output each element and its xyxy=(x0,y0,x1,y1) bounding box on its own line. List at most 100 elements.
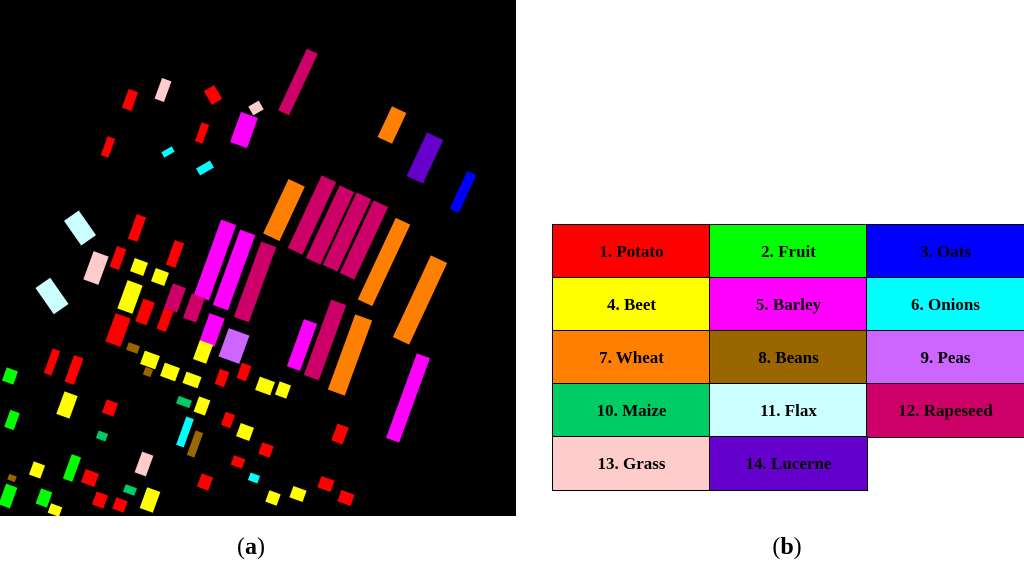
field-parcel xyxy=(35,488,53,508)
field-parcel xyxy=(176,395,192,409)
field-parcel xyxy=(151,268,169,286)
field-parcel xyxy=(95,430,109,442)
field-parcel xyxy=(156,307,174,333)
field-parcel xyxy=(274,381,292,399)
field-parcel xyxy=(165,240,185,268)
field-parcel xyxy=(194,122,210,144)
legend-entry: 4. Beet xyxy=(552,277,711,332)
legend-entry: 3. Oats xyxy=(866,224,1024,279)
field-parcel xyxy=(121,88,139,112)
field-parcel xyxy=(163,283,187,313)
caption-a: (a) xyxy=(237,534,265,560)
field-parcel xyxy=(154,77,172,103)
field-parcel xyxy=(278,48,318,116)
field-parcel xyxy=(248,100,264,116)
field-parcel xyxy=(265,490,281,506)
field-parcel xyxy=(236,423,254,441)
field-parcel xyxy=(303,299,347,381)
field-parcel xyxy=(134,451,154,477)
legend-entry: 13. Grass xyxy=(552,436,711,491)
field-parcel xyxy=(357,217,411,307)
field-parcel xyxy=(127,214,147,242)
field-parcel xyxy=(392,255,448,345)
field-parcel xyxy=(43,348,61,376)
legend-entry: 12. Rapeseed xyxy=(866,383,1024,438)
field-parcel xyxy=(289,485,307,503)
field-parcel xyxy=(406,132,444,184)
field-parcel xyxy=(233,241,277,323)
field-parcel xyxy=(83,251,109,285)
field-parcel xyxy=(258,442,274,458)
field-parcel xyxy=(203,85,223,105)
legend-entry: 8. Beans xyxy=(709,330,868,385)
field-parcel xyxy=(160,362,180,382)
field-parcel xyxy=(139,487,161,513)
field-parcel xyxy=(337,489,355,507)
legend-entry: 9. Peas xyxy=(866,330,1024,385)
field-parcel xyxy=(186,430,204,458)
legend-entry: 5. Barley xyxy=(709,277,868,332)
legend-entry: 7. Wheat xyxy=(552,330,711,385)
field-parcel xyxy=(125,342,141,354)
field-parcel xyxy=(1,367,19,385)
field-parcel xyxy=(109,245,127,271)
field-parcel xyxy=(4,409,20,431)
field-parcel xyxy=(176,416,194,448)
field-parcel xyxy=(305,185,355,265)
field-parcel xyxy=(331,423,349,445)
field-parcel xyxy=(56,391,78,419)
legend-entry: 1. Potato xyxy=(552,224,711,279)
field-parcel xyxy=(130,258,148,276)
legend-entry: 11. Flax xyxy=(709,383,868,438)
field-parcel xyxy=(386,353,430,443)
field-parcel xyxy=(199,313,225,347)
field-parcel xyxy=(112,497,128,513)
classification-map xyxy=(0,0,516,516)
field-parcel xyxy=(28,461,46,479)
field-parcel xyxy=(64,355,84,385)
legend-entry: 10. Maize xyxy=(552,383,711,438)
field-parcel xyxy=(7,473,17,483)
field-parcel xyxy=(339,200,389,280)
field-parcel xyxy=(212,229,256,311)
field-parcel xyxy=(91,491,109,509)
field-parcel xyxy=(263,179,305,241)
field-parcels-map xyxy=(0,48,477,516)
field-parcel xyxy=(247,472,261,484)
legend-entry: 14. Lucerne xyxy=(709,436,868,491)
field-parcel xyxy=(140,350,160,370)
field-parcel xyxy=(196,473,214,491)
field-parcel xyxy=(193,219,237,301)
field-parcel xyxy=(47,503,63,516)
field-parcel xyxy=(286,319,318,371)
field-parcel xyxy=(62,454,82,482)
field-parcel xyxy=(101,399,119,417)
field-parcel xyxy=(142,366,154,378)
field-parcel xyxy=(182,371,202,389)
field-parcel xyxy=(255,376,275,396)
field-parcel xyxy=(449,170,477,214)
field-parcel xyxy=(193,340,213,364)
field-parcel xyxy=(218,328,250,364)
field-parcel xyxy=(377,106,407,144)
field-parcel xyxy=(236,362,252,382)
legend-entry: 2. Fruit xyxy=(709,224,868,279)
field-parcel xyxy=(193,396,211,416)
field-parcel xyxy=(230,111,258,149)
caption-b: (b) xyxy=(772,534,802,560)
field-parcel xyxy=(230,455,246,469)
field-parcel xyxy=(161,146,175,158)
field-parcel xyxy=(100,136,116,158)
legend-entry: 6. Onions xyxy=(866,277,1024,332)
field-parcel xyxy=(214,368,230,388)
field-parcel xyxy=(220,411,236,429)
field-parcel xyxy=(322,192,372,272)
field-parcel xyxy=(122,484,138,496)
field-parcel xyxy=(105,313,131,347)
field-parcel xyxy=(117,280,143,314)
field-parcel xyxy=(0,483,18,509)
field-parcel xyxy=(182,293,206,323)
field-parcel xyxy=(35,277,69,315)
field-parcel xyxy=(135,298,155,326)
